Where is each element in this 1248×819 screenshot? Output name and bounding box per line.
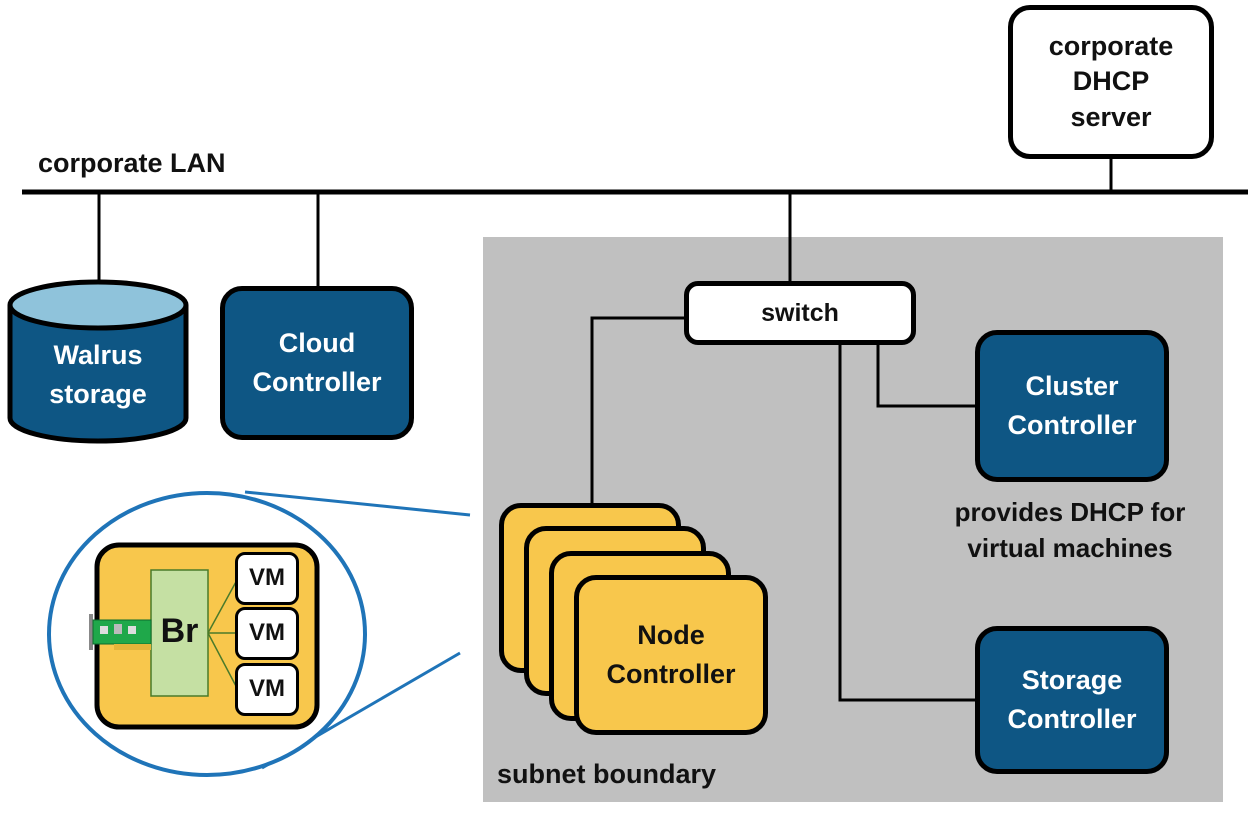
- switch-label: switch: [761, 298, 839, 327]
- node-controller-line2: Controller: [606, 659, 736, 689]
- switch-cluster-link: [876, 343, 978, 408]
- dhcp-note-line1: provides DHCP for: [954, 497, 1186, 527]
- bridge-label: Br: [160, 612, 199, 650]
- lan-label: corporate LAN: [38, 148, 226, 178]
- walrus-line2: storage: [49, 379, 147, 410]
- vm-box-1[interactable]: VM: [235, 552, 299, 605]
- vm-box-3[interactable]: VM: [235, 663, 299, 716]
- storage-controller-box[interactable]: Storage Controller: [975, 626, 1169, 774]
- walrus-label[interactable]: Walrus storage: [10, 336, 186, 414]
- network-card-icon: [89, 614, 152, 650]
- cloud-controller-line1: Cloud: [278, 327, 356, 358]
- switch-storage-link: [838, 343, 978, 702]
- vm-box-2[interactable]: VM: [235, 607, 299, 660]
- storage-controller-line2: Controller: [1007, 704, 1137, 734]
- cloud-controller-box[interactable]: Cloud Controller: [220, 286, 414, 440]
- vm-label-1: VM: [249, 564, 285, 592]
- cluster-controller-line2: Controller: [1007, 410, 1137, 440]
- switch-node-link: [590, 316, 686, 505]
- subnet-boundary-label: subnet boundary: [497, 759, 717, 789]
- dhcp-server-box[interactable]: corporate DHCP server: [1008, 5, 1214, 159]
- dhcp-note: provides DHCP for virtual machines: [930, 494, 1210, 567]
- switch-box[interactable]: switch: [684, 281, 916, 345]
- dhcp-server-line3: server: [1070, 101, 1152, 132]
- walrus-line1: Walrus: [53, 340, 143, 370]
- vm-label-2: VM: [249, 619, 285, 647]
- dhcp-server-line1: corporate: [1048, 31, 1174, 62]
- walrus-cylinder-icon: [7, 279, 189, 444]
- dhcp-note-line2: virtual machines: [967, 533, 1173, 564]
- storage-controller-line1: Storage: [1021, 664, 1123, 695]
- zoom-line-top: [244, 490, 471, 517]
- vm-label-3: VM: [249, 675, 285, 703]
- cloud-controller-line2: Controller: [252, 367, 382, 397]
- bridge-block: [150, 569, 209, 697]
- dhcp-server-line2: DHCP: [1072, 66, 1150, 97]
- node-controller-box[interactable]: Node Controller: [574, 575, 768, 735]
- cluster-controller-line1: Cluster: [1025, 370, 1119, 401]
- node-controller-line1: Node: [637, 619, 705, 650]
- cluster-controller-box[interactable]: Cluster Controller: [975, 330, 1169, 482]
